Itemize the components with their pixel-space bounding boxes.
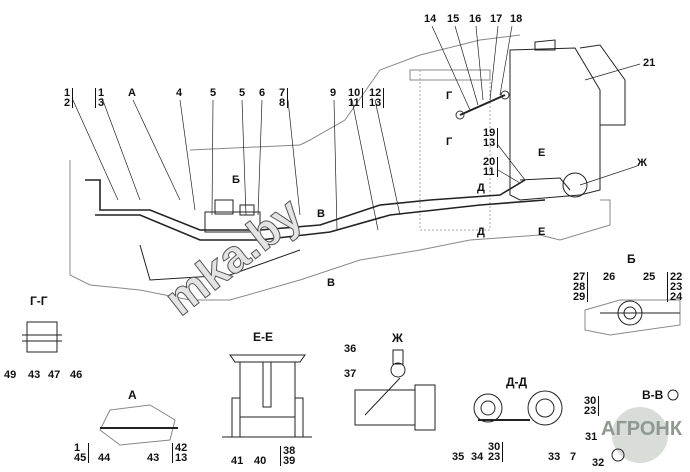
fuel-tank: [509, 47, 601, 201]
section-a-drawing: [99, 404, 176, 446]
callout-7-8: 7 8: [279, 88, 289, 109]
section-mark-e-bottom: Е: [538, 226, 546, 238]
section-mark-v-bottom: В: [327, 277, 335, 289]
section-dd-drawing: [473, 393, 503, 423]
callout-37: 37: [344, 368, 357, 380]
tank-cap: [534, 39, 556, 51]
section-ee-drawing: [229, 354, 306, 363]
callout-43b: 43: [147, 452, 160, 464]
callout-43: 43: [28, 369, 41, 381]
callout-zh: Ж: [637, 157, 647, 169]
callout-38-39: 38 39: [280, 446, 295, 467]
fuel-line-2: [95, 199, 546, 241]
callout-4: 4: [176, 87, 183, 99]
body-outline: [69, 160, 611, 301]
section-title-a: А: [128, 388, 137, 402]
callout-6: 6: [259, 87, 266, 99]
callout-1-3: 1 3: [95, 88, 104, 109]
callout-35: 35: [452, 451, 465, 463]
section-gg-drawing: [26, 321, 58, 353]
section-mark-e-top: Е: [538, 147, 546, 159]
callout-18: 18: [510, 13, 523, 25]
section-title-b: Б: [627, 252, 636, 266]
callout-1-45: 1 45: [74, 443, 90, 464]
callout-7: 7: [570, 451, 577, 463]
callout-10-11: 10 11: [348, 88, 364, 109]
section-title-dd: Д-Д: [506, 375, 528, 389]
callout-14: 14: [424, 13, 437, 25]
callout-31: 31: [585, 431, 598, 443]
section-mark-d-top: Д: [477, 182, 485, 194]
section-mark-g-bottom: Г: [446, 136, 453, 148]
callout-32: 32: [592, 457, 605, 469]
callout-21: 21: [643, 57, 656, 69]
callout-a: А: [128, 87, 136, 99]
callout-30-23b: 30 23: [584, 396, 600, 417]
callout-26: 26: [603, 271, 616, 283]
callout-5b: 5: [239, 87, 246, 99]
callout-20-11: 20 11: [483, 157, 499, 178]
callout-16: 16: [469, 13, 482, 25]
callout-12-13: 12 13: [369, 88, 385, 109]
section-mark-d-bottom: Д: [477, 226, 485, 238]
section-mark-v-top: В: [317, 208, 325, 220]
callout-9: 9: [330, 87, 337, 99]
section-title-ee: Е-Е: [253, 330, 274, 344]
callout-41: 41: [231, 455, 244, 467]
callout-33: 33: [548, 451, 561, 463]
callout-34: 34: [471, 451, 484, 463]
callout-30-23: 30 23: [488, 442, 504, 463]
section-mark-g-top: Г: [446, 90, 453, 102]
callout-36: 36: [344, 343, 357, 355]
callout-40: 40: [254, 455, 267, 467]
callout-27-28-29: 27 28 29: [573, 272, 589, 303]
callout-1-2: 1 2: [64, 88, 74, 109]
section-title-zh: Ж: [392, 331, 403, 345]
logo-circle: [612, 407, 668, 463]
agronk-logo: АГРОНК: [601, 418, 683, 440]
callout-19-13: 19 13: [483, 128, 499, 149]
callout-47: 47: [48, 369, 61, 381]
callout-22-23-24: 22 23 24: [667, 272, 682, 303]
section-title-gg: Г-Г: [30, 294, 48, 308]
callout-25: 25: [643, 271, 656, 283]
callout-42-13: 42 13: [172, 443, 187, 464]
section-title-vv: В-В: [642, 388, 664, 402]
callout-49: 49: [4, 369, 17, 381]
cab-beam: [409, 69, 491, 81]
section-b-drawing: [584, 299, 681, 336]
view-mark-b: Б: [232, 174, 240, 186]
callout-17: 17: [490, 13, 503, 25]
callout-46: 46: [70, 369, 83, 381]
leader-lines: [71, 25, 641, 231]
callout-44: 44: [98, 452, 111, 464]
callout-5: 5: [210, 87, 217, 99]
section-zh-drawing: [354, 389, 416, 426]
callout-15: 15: [447, 13, 460, 25]
